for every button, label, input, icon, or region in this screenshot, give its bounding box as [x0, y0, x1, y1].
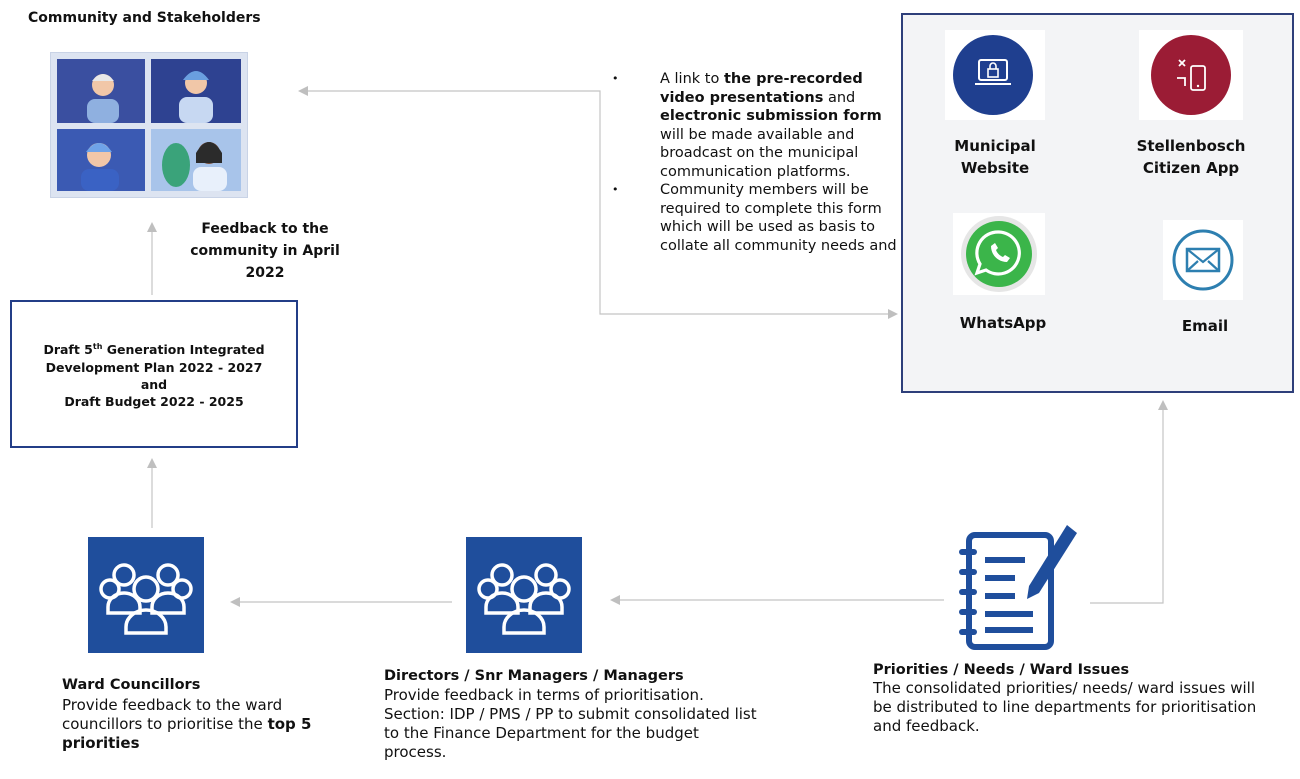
feedback-label: Feedback to the community in April 2022: [190, 221, 340, 281]
email-icon: [1172, 229, 1234, 291]
bullet1-text-b: and: [823, 89, 856, 106]
bullet-dot-icon: •: [612, 72, 619, 85]
channels-panel: Municipal Website Stellenbosch Citizen A…: [901, 13, 1294, 393]
notebook-icon: [955, 517, 1085, 661]
bullet-item: • A link to the pre-recorded video prese…: [612, 70, 902, 181]
channel-label: Email: [1181, 317, 1229, 335]
ward-text-main: Provide feedback to the ward councillors…: [62, 696, 283, 733]
draft-line1-pre: Draft 5: [43, 342, 93, 358]
community-title: Community and Stakeholders: [28, 10, 261, 26]
priorities-block: Priorities / Needs / Ward Issues The con…: [873, 662, 1293, 736]
channel-label: Stellenbosch Citizen App: [1136, 137, 1246, 177]
bullet1-text-c: will be made available and broadcast on …: [660, 126, 859, 180]
whatsapp-icon-tile: [953, 213, 1045, 295]
ward-text-bold: top 5 priorities: [62, 715, 312, 752]
people-group-icon: [477, 563, 571, 635]
priorities-text: The consolidated priorities/ needs/ ward…: [873, 679, 1257, 735]
draft-line2: Development Plan 2022 - 2027: [45, 359, 263, 375]
video-call-illustration: [50, 52, 248, 198]
info-bullets: • A link to the pre-recorded video prese…: [612, 70, 902, 255]
bullet1-text-a: A link to: [660, 71, 724, 87]
channel-label: Municipal Website: [954, 137, 1036, 177]
website-icon-tile: [945, 30, 1045, 120]
mobile-app-icon: [1151, 35, 1231, 115]
bullet2-text: Community members will be required to co…: [660, 182, 897, 254]
priorities-title: Priorities / Needs / Ward Issues: [873, 662, 1130, 678]
ward-title: Ward Councillors: [62, 677, 201, 693]
app-icon-tile: [1139, 30, 1243, 120]
arrow-priorities-to-channels: [1090, 400, 1168, 604]
ward-councillors-block: Ward Councillors Provide feedback to the…: [62, 677, 332, 753]
draft-line4: Draft Budget 2022 - 2025: [64, 393, 244, 409]
draft-line1-sup: th: [92, 342, 103, 352]
draft-plan-box: Draft 5th Generation Integrated Developm…: [10, 300, 298, 448]
email-icon-tile: [1163, 220, 1243, 300]
arrow-to-channels: [599, 300, 898, 319]
directors-block: Directors / Snr Managers / Managers Prov…: [384, 668, 784, 762]
bullet1-bold-a: the pre-recorded video presentations: [660, 71, 863, 106]
draft-line1-post: Generation Integrated: [102, 342, 265, 358]
ward-text: Provide feedback to the ward councillors…: [62, 696, 332, 753]
bullet-item: • Community members will be required to …: [612, 181, 902, 255]
draft-line3: and: [140, 376, 168, 392]
people-group-icon: [99, 563, 193, 635]
directors-title: Directors / Snr Managers / Managers: [384, 668, 684, 684]
laptop-lock-icon: [953, 35, 1033, 115]
ward-councillors-icon: [88, 537, 204, 653]
directors-text: Provide feedback in terms of prioritisat…: [384, 686, 757, 761]
notebook-pen-icon: [959, 525, 1077, 650]
arrow-to-community: [298, 86, 601, 300]
bullet-dot-icon: •: [612, 183, 619, 196]
bullet1-bold-b: electronic submission form: [660, 108, 882, 124]
channel-label: WhatsApp: [959, 314, 1047, 332]
whatsapp-icon: [961, 216, 1037, 292]
directors-icon: [466, 537, 582, 653]
